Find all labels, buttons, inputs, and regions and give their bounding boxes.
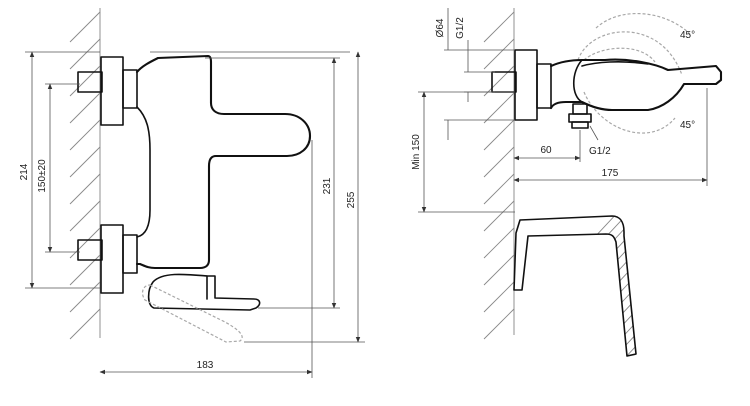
front-view: 214 150±20 231 255 183 bbox=[19, 8, 365, 378]
side-dimension-lines bbox=[418, 8, 708, 213]
angle-top-label: 45° bbox=[680, 30, 695, 41]
lever-handle-phantom bbox=[141, 284, 243, 343]
outlet-thread bbox=[568, 103, 592, 129]
dim-150-label: 150±20 bbox=[37, 159, 48, 193]
dim-g12-bottom-label: G1/2 bbox=[589, 146, 611, 157]
mixer-body-front bbox=[135, 54, 312, 270]
dim-255-label: 255 bbox=[346, 191, 357, 208]
dim-214-label: 214 bbox=[19, 163, 30, 180]
dim-g12-top-label: G1/2 bbox=[455, 17, 466, 39]
dim-60-label: 60 bbox=[540, 145, 552, 156]
dim-d64-label: Ø64 bbox=[435, 18, 446, 37]
dim-min150-label: Min 150 bbox=[411, 134, 422, 170]
upper-eccentric-connection bbox=[77, 56, 138, 126]
side-connection bbox=[491, 49, 552, 121]
dim-231-label: 231 bbox=[322, 177, 333, 194]
dim-183-label: 183 bbox=[197, 360, 214, 371]
lever-handle-front bbox=[147, 273, 261, 311]
angle-bottom-label: 45° bbox=[680, 120, 695, 131]
front-wall-hatching bbox=[69, 8, 101, 340]
front-dimension-lines bbox=[25, 51, 365, 378]
side-view: Ø64 G1/2 Min 150 60 G1/2 175 45° 45° bbox=[411, 8, 723, 357]
handle-section bbox=[513, 215, 637, 357]
dim-175-label: 175 bbox=[602, 168, 619, 179]
lower-eccentric-connection bbox=[77, 224, 138, 294]
side-wall-hatching bbox=[483, 8, 515, 340]
rotation-arcs bbox=[577, 12, 691, 134]
